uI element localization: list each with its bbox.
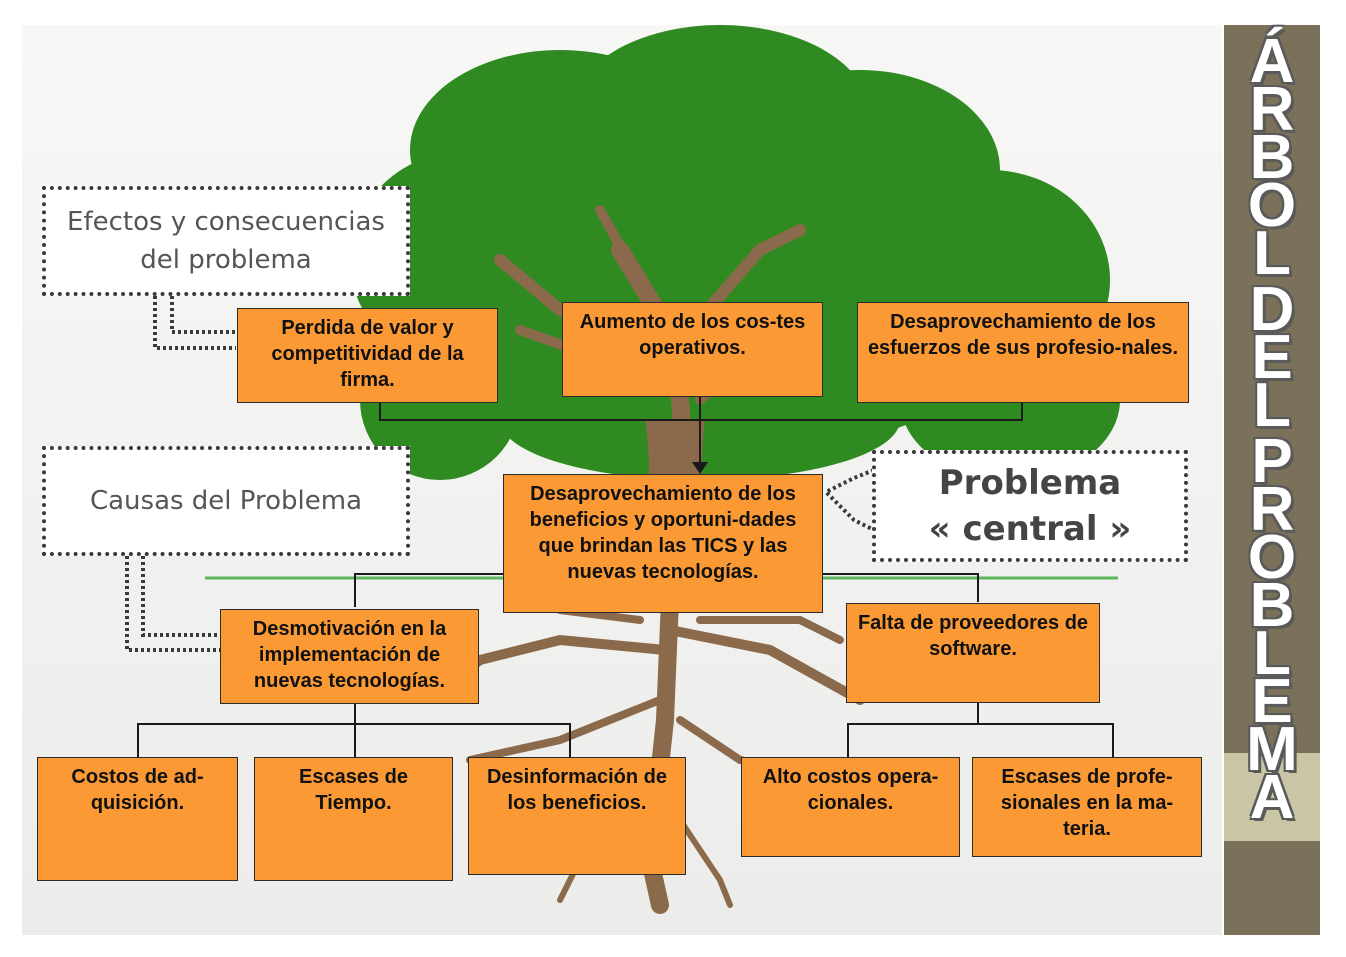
title-letter: B: [1249, 571, 1295, 640]
title-letter: R: [1249, 475, 1295, 544]
title-letter: L: [1253, 371, 1291, 440]
effect-box-2: Aumento de los cos-tes operativos.: [562, 302, 823, 397]
sub-cause-box-1: Costos de ad-quisición.: [37, 757, 238, 881]
sub-cause-box-4: Alto costos opera-cionales.: [741, 757, 960, 857]
title-letter: L: [1253, 219, 1291, 288]
title-letter: P: [1251, 427, 1293, 496]
vertical-title: Á R B O L D E L P R O B L E M A: [1224, 27, 1320, 832]
cause-box-2: Falta de proveedores de software.: [846, 603, 1100, 703]
title-band-shade: [1224, 753, 1320, 841]
title-letter: E: [1251, 667, 1293, 736]
sub-cause-box-3: Desinformación de los beneficios.: [468, 757, 686, 875]
title-letter: E: [1251, 323, 1293, 392]
sub-cause-box-2: Escases de Tiempo.: [254, 757, 453, 881]
effect-box-1: Perdida de valor y competitividad de la …: [237, 308, 498, 403]
title-letter: M: [1246, 715, 1298, 784]
title-band: [1224, 25, 1320, 935]
cause-box-1: Desmotivación en la implementación de nu…: [220, 609, 479, 704]
title-letter: R: [1249, 75, 1295, 144]
central-problem-box: Desaprovechamiento de los beneficios y o…: [503, 474, 823, 613]
tree-canopy: [350, 25, 1120, 480]
central-label-line1: Problema: [938, 463, 1122, 503]
title-letter: Á: [1249, 27, 1295, 96]
central-problem-label: Problema « central »: [872, 450, 1188, 562]
central-label-line2: « central »: [928, 509, 1132, 549]
title-letter: O: [1247, 523, 1297, 592]
effect-box-3: Desaprovechamiento de los esfuerzos de s…: [857, 302, 1189, 403]
title-letter: L: [1253, 619, 1291, 688]
arrowhead: [692, 462, 708, 474]
callout-connectors: [125, 296, 875, 652]
title-letter: A: [1249, 763, 1295, 832]
causes-label: Causas del Problema: [42, 446, 410, 556]
title-letter: O: [1247, 171, 1297, 240]
effects-label: Efectos y consecuencias del problema: [42, 186, 410, 296]
title-letter: D: [1249, 275, 1295, 344]
sub-cause-box-5: Escases de profe-sionales en la ma-teria…: [972, 757, 1202, 857]
title-letter: B: [1249, 123, 1295, 192]
